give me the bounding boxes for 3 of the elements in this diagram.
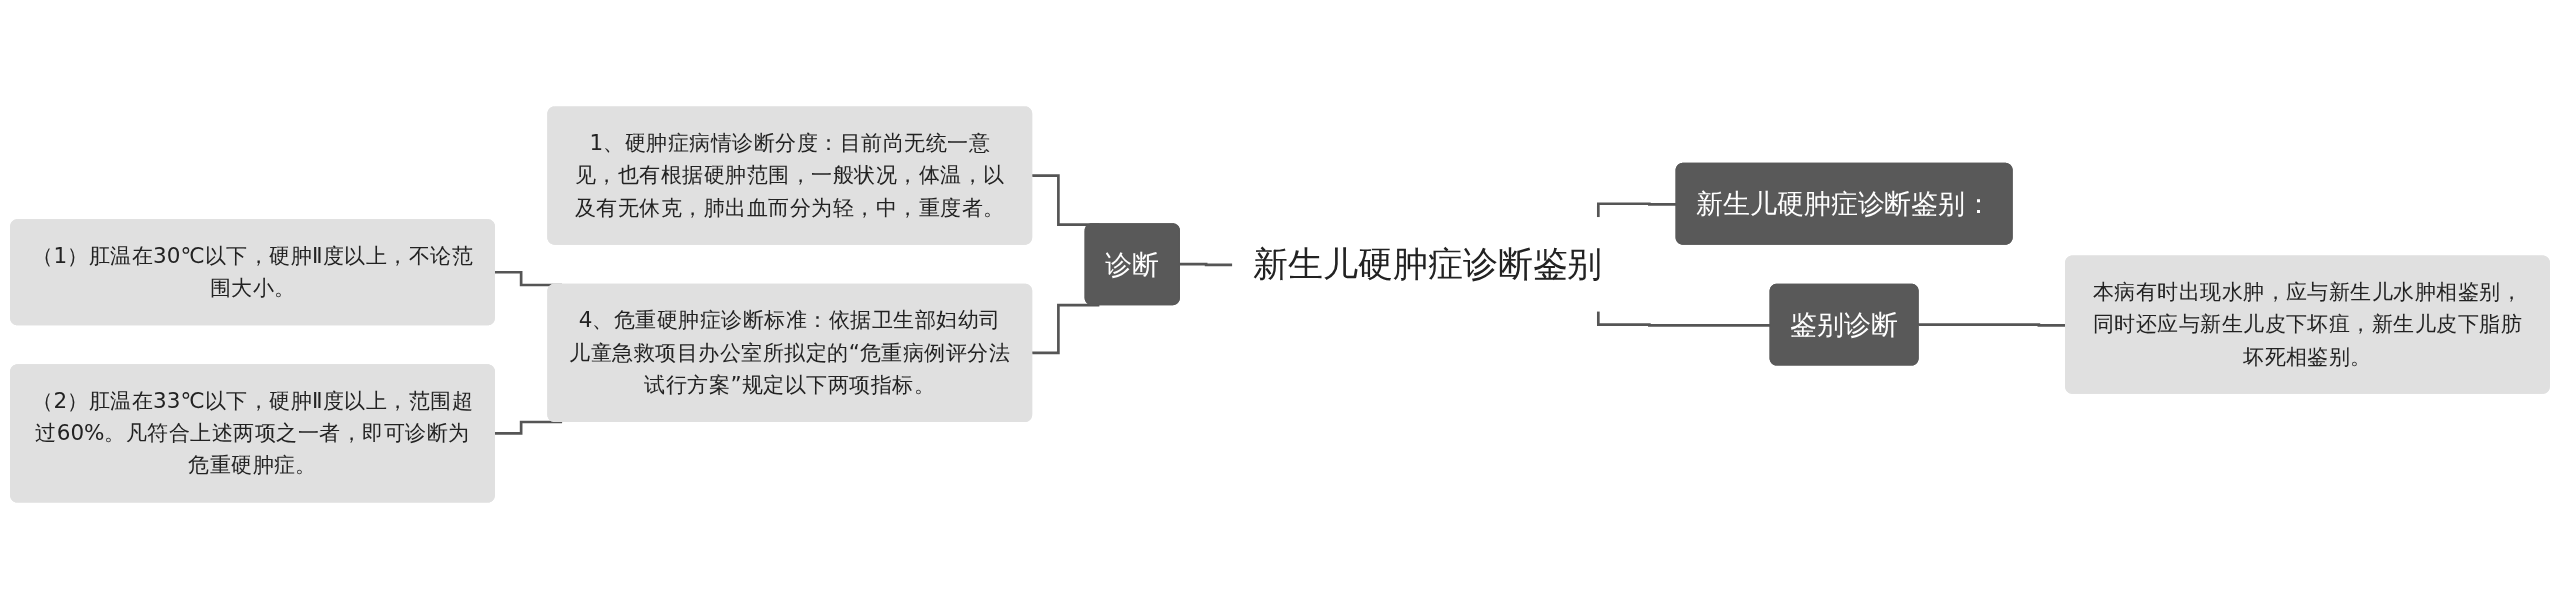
node-text: 新生儿硬肿症诊断鉴别 [1253, 243, 1603, 284]
connector [1596, 202, 1677, 219]
connector [1596, 311, 1771, 327]
